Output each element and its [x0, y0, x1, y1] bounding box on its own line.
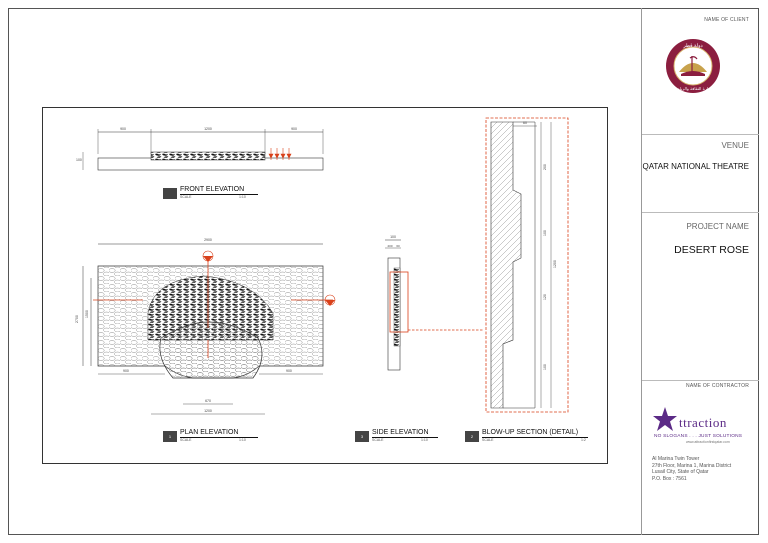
dim-det-total: 1200 — [553, 260, 557, 268]
address-line: 27th Floor, Marina 1, Marina District — [652, 462, 732, 469]
project-value: DESERT ROSE — [674, 244, 749, 256]
dim-front-h: 100 — [76, 158, 82, 162]
scale-label: SCALE — [372, 438, 384, 442]
address-line: Lusail City, State of Qatar — [652, 469, 709, 476]
dim-det-4: 100 — [543, 364, 547, 370]
detail-boundary — [485, 117, 569, 413]
dim-plan-h1: 1500 — [85, 310, 89, 318]
view-number-badge: 1 — [163, 431, 177, 442]
dim-plan-h2: 2700 — [75, 315, 79, 323]
drawing-sheet-border — [8, 8, 759, 535]
dim-det-top: 60 — [523, 121, 527, 125]
view-title: PLAN ELEVATION — [180, 429, 239, 436]
side-elevation-title: 3 SIDE ELEVATION SCALE 1:10 — [355, 429, 438, 443]
contractor-name: ttraction — [679, 415, 727, 430]
dim-det-1: 200 — [543, 164, 547, 170]
detail-callout-box — [389, 271, 409, 333]
dim-plan-w: 2900 — [204, 238, 212, 242]
anchor-markers — [268, 148, 292, 160]
scale-value: 1:10 — [239, 438, 246, 442]
contractor-web: www.attractionfirstqatar.com — [686, 440, 730, 444]
dim-front-a: 900 — [120, 127, 126, 131]
scale-value: 1:2 — [581, 438, 586, 442]
project-label: PROJECT NAME — [686, 222, 749, 231]
ministry-logo: دولة قطر وزارة الثقافة والرياضة — [666, 39, 720, 93]
view-number-badge: 2 — [465, 431, 479, 442]
dim-front-b: 1200 — [204, 127, 212, 131]
front-elevation-view: 900 1200 900 100 — [76, 127, 324, 171]
address-line: P.O. Box : 7561 — [652, 475, 687, 482]
view-number-badge: 3 — [355, 431, 369, 442]
logo-arabic-bottom: وزارة الثقافة والرياضة — [674, 86, 712, 91]
dim-side-b: 60 — [396, 244, 400, 248]
plan-elevation-view: 2900 2700 1500 900 900 1200 670 — [75, 238, 336, 415]
view-title: SIDE ELEVATION — [372, 429, 429, 436]
title-block-sidebar: NAME OF CLIENT دولة قطر وزارة الثقافة وا… — [641, 8, 759, 535]
venue-value: QATAR NATIONAL THEATRE — [642, 162, 749, 171]
plan-elevation-title: 1 PLAN ELEVATION SCALE 1:10 — [163, 429, 258, 443]
side-elevation-view: 100 200 60 — [385, 235, 483, 371]
scale-label: SCALE — [482, 438, 494, 442]
plan-round-platform — [159, 321, 263, 379]
scale-label: SCALE — [180, 438, 192, 442]
venue-label: VENUE — [721, 141, 749, 150]
scale-value: 1:10 — [421, 438, 428, 442]
technical-drawing: 900 1200 900 100 2900 2700 1500 — [75, 117, 569, 415]
blowup-section-view: 60 200 100 120 100 1200 — [485, 117, 569, 413]
dim-side-a: 200 — [387, 244, 392, 248]
view-number-badge — [163, 188, 177, 199]
dim-front-c: 900 — [291, 127, 297, 131]
contractor-address: Al Marina Twin Tower 27th Floor, Marina … — [652, 456, 731, 482]
dim-plan-c: 1200 — [204, 409, 212, 413]
address-line: Al Marina Twin Tower — [652, 456, 700, 462]
client-label: NAME OF CLIENT — [704, 17, 749, 23]
scale-value: 1:10 — [239, 195, 246, 199]
dim-plan-b: 900 — [286, 369, 292, 373]
view-title: BLOW-UP SECTION (DETAIL) — [482, 429, 579, 436]
scale-label: SCALE — [180, 195, 192, 199]
dim-plan-d: 670 — [205, 399, 211, 403]
section-marker-icon — [202, 250, 336, 306]
dim-det-2: 100 — [543, 230, 547, 236]
contractor-tagline: NO SLOGANS . . . JUST SOLUTIONS — [654, 434, 743, 439]
view-title: FRONT ELEVATION — [180, 186, 245, 193]
plan-perforated-screen — [147, 275, 274, 341]
dim-det-3: 120 — [543, 294, 547, 300]
drawing-frame: 900 1200 900 100 2900 2700 1500 — [42, 107, 608, 464]
front-elevation-title: FRONT ELEVATION SCALE 1:10 — [163, 186, 258, 200]
star-logo-icon — [653, 407, 677, 431]
contractor-label: NAME OF CONTRACTOR — [686, 383, 749, 389]
logo-arabic-top: دولة قطر — [682, 43, 703, 49]
dim-plan-a: 900 — [123, 369, 129, 373]
blowup-section-title: 2 BLOW-UP SECTION (DETAIL) SCALE 1:2 — [465, 429, 590, 443]
dim-side-w: 100 — [390, 235, 396, 239]
